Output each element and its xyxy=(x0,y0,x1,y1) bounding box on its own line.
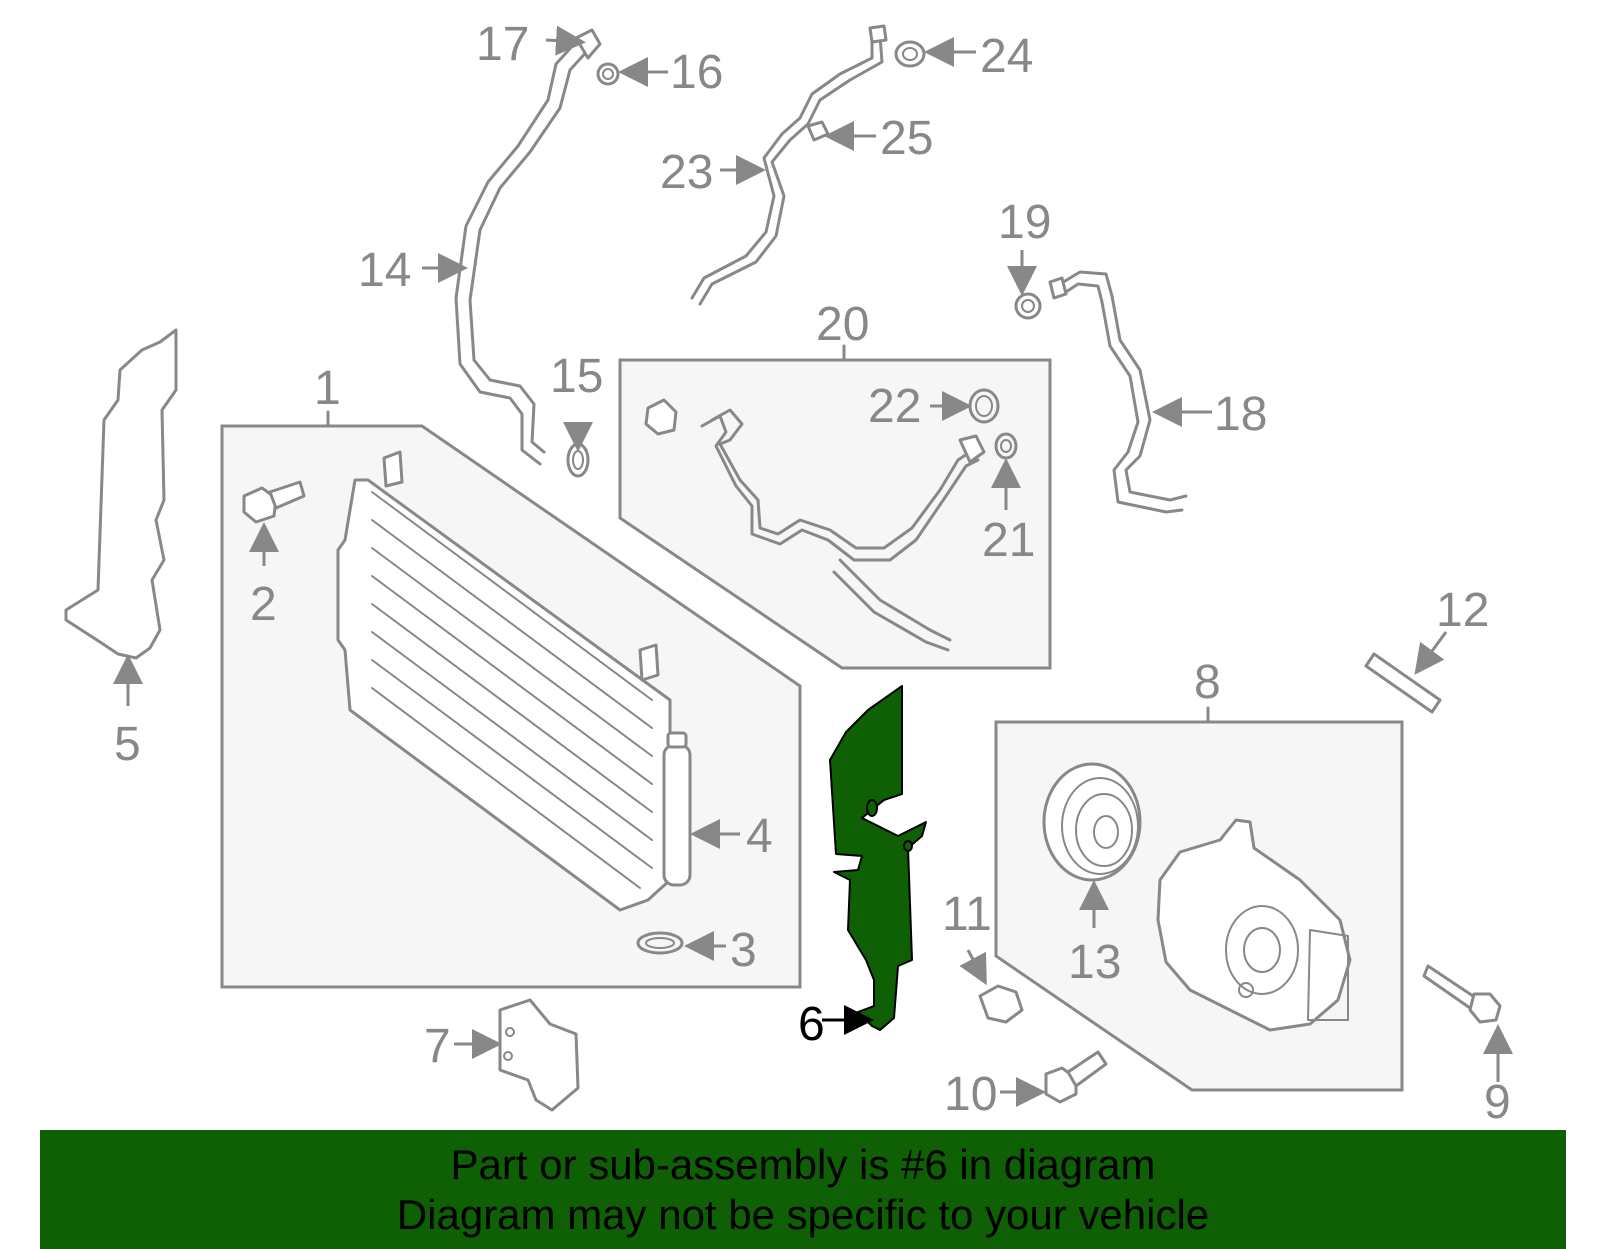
part-label-11: 11 xyxy=(942,888,992,941)
part-label-23: 23 xyxy=(660,146,713,199)
bracket-part-7[interactable] xyxy=(498,998,580,1112)
part-label-6: 6 xyxy=(798,998,825,1051)
air-deflector-part-6[interactable] xyxy=(829,685,927,1031)
compressor-part[interactable] xyxy=(1156,818,1352,1032)
part-label-19: 19 xyxy=(998,196,1051,249)
banner-line-2: Diagram may not be specific to your vehi… xyxy=(396,1190,1210,1238)
part-label-24: 24 xyxy=(980,30,1033,83)
part-label-7: 7 xyxy=(424,1020,451,1073)
part-label-4: 4 xyxy=(746,810,773,863)
part-label-22: 22 xyxy=(868,380,921,433)
nut-part-11[interactable] xyxy=(978,984,1024,1024)
o-ring-part-3[interactable] xyxy=(636,931,684,955)
part-label-25: 25 xyxy=(880,112,933,165)
condenser-part[interactable] xyxy=(336,450,672,912)
pipe-part-20[interactable] xyxy=(644,398,986,652)
part-label-16: 16 xyxy=(670,46,723,99)
part-label-13: 13 xyxy=(1068,936,1121,989)
part-label-17: 17 xyxy=(476,18,529,71)
part-number-labels: 1 2 3 4 5 6 7 8 9 10 11 12 13 14 15 16 1… xyxy=(114,18,1511,1129)
bolt-part-9[interactable] xyxy=(1422,964,1502,1024)
part-label-1: 1 xyxy=(314,362,341,415)
receiver-drier-part[interactable] xyxy=(662,731,692,887)
pipe-group-box xyxy=(618,344,1052,670)
part-label-9: 9 xyxy=(1484,1076,1511,1129)
fitting-part-25[interactable] xyxy=(806,120,830,142)
part-label-5: 5 xyxy=(114,718,141,771)
o-ring-part-19[interactable] xyxy=(1014,292,1042,320)
leader-arrows xyxy=(113,25,1513,1107)
part-label-15: 15 xyxy=(550,350,603,403)
o-ring-part-15[interactable] xyxy=(566,442,590,478)
part-label-21: 21 xyxy=(982,514,1035,567)
part-label-10: 10 xyxy=(944,1068,997,1121)
banner-line-1: Part or sub-assembly is #6 in diagram xyxy=(450,1140,1156,1188)
o-ring-part-24[interactable] xyxy=(894,40,926,68)
clutch-pulley-part-13[interactable] xyxy=(1042,762,1142,882)
part-label-12: 12 xyxy=(1436,584,1489,637)
o-ring-part-16[interactable] xyxy=(596,62,620,86)
part-label-20: 20 xyxy=(816,298,869,351)
part-label-18: 18 xyxy=(1214,388,1267,441)
stud-part-12[interactable] xyxy=(1364,652,1442,714)
hose-part-18[interactable] xyxy=(1048,270,1188,514)
info-banner: Part or sub-assembly is #6 in diagram Di… xyxy=(40,1130,1566,1249)
part-label-14: 14 xyxy=(358,244,411,297)
bolt-part-2[interactable] xyxy=(242,480,306,524)
part-label-3: 3 xyxy=(730,924,757,977)
bolt-part-10[interactable] xyxy=(1044,1050,1108,1104)
bracket-part-5[interactable] xyxy=(64,328,178,660)
pipe-part-23[interactable] xyxy=(690,24,888,306)
part-label-8: 8 xyxy=(1194,656,1221,709)
part-label-2: 2 xyxy=(250,578,277,631)
